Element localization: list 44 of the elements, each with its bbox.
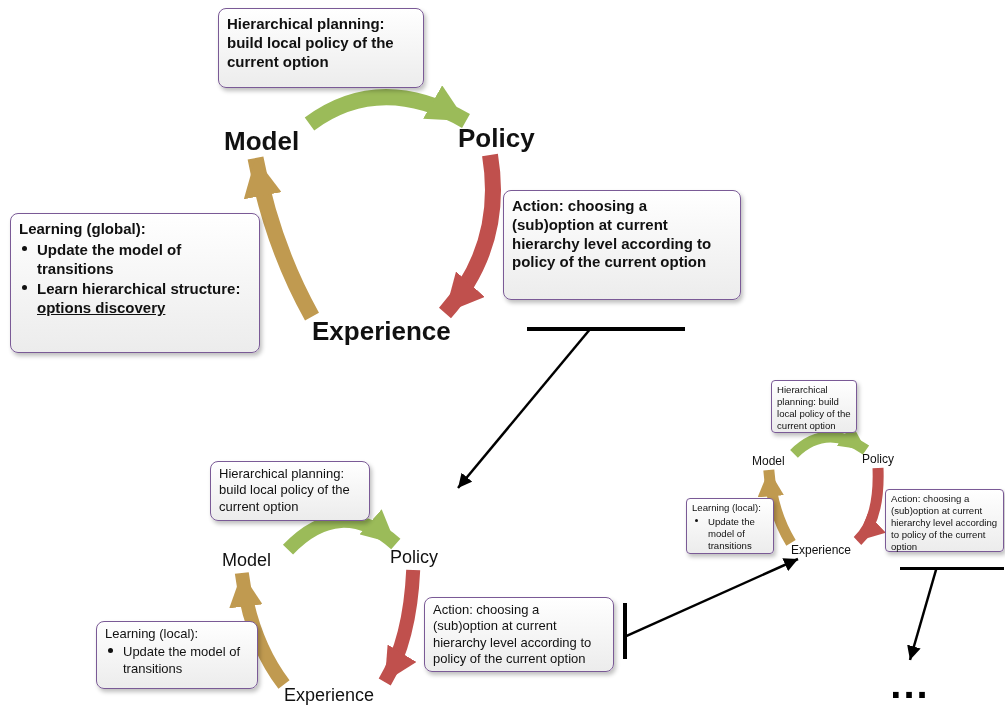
callout-box [10, 213, 260, 353]
curved-arrow [758, 469, 796, 546]
callout-text: Learning (global): [19, 220, 147, 239]
callout-text: Learning (local): [692, 502, 762, 514]
callout-box [503, 190, 741, 300]
stage-label: Model [222, 547, 288, 573]
stage-label: Policy [862, 450, 902, 468]
arrow [457, 328, 592, 489]
stage-label: Policy [390, 544, 448, 570]
curved-arrow [853, 467, 886, 545]
bar-line [900, 567, 1004, 570]
stage-label: Model [224, 124, 314, 158]
callout-box [686, 498, 774, 554]
bullet-text: Update the model of transitions [708, 516, 755, 551]
curved-arrow [378, 569, 421, 686]
stage-label: Policy [458, 121, 538, 155]
curved-arrow [305, 86, 470, 131]
callout-box [885, 489, 1004, 552]
callout-box [210, 461, 370, 521]
curved-arrow [283, 509, 401, 555]
callout-text: Action: choosing a (sub)option at current hierarchy level according to policy of the current option [433, 602, 593, 667]
callout-box [96, 621, 258, 689]
arrow [907, 568, 938, 661]
stage-label: Experience [284, 682, 390, 708]
callout-text: Action: choosing a (sub)option at current hierarchy level according to policy of the current option [512, 197, 713, 272]
bullet-text: Update the model of transitions [37, 240, 182, 277]
ellipsis-text: ... [880, 660, 940, 704]
bullet-text: Update the model of transitions [123, 644, 241, 676]
curved-arrow [438, 153, 501, 319]
callout-text: Learning (local): [105, 626, 200, 643]
stage-label: Experience [312, 313, 452, 349]
callout-text: Hierarchical planning: build local policy of the current option [219, 466, 351, 515]
callout-box [771, 380, 857, 433]
callout-text: Action: choosing a (sub)option at current hierarchy level according to policy of the current option [891, 493, 998, 553]
bullet-text: Learn hierarchical structure: [37, 280, 241, 298]
curved-arrow [244, 156, 320, 321]
callout-text: Hierarchical planning: build local policy of the current option [777, 384, 851, 432]
callout-box [218, 8, 424, 88]
curved-arrow [229, 572, 290, 689]
callout-text: Hierarchical planning: build local policy of the current option [227, 15, 395, 72]
stage-label: Model [752, 452, 794, 470]
underlined-text: options discovery [36, 299, 167, 318]
stage-label: Experience [791, 541, 861, 559]
callout-box [424, 597, 614, 672]
